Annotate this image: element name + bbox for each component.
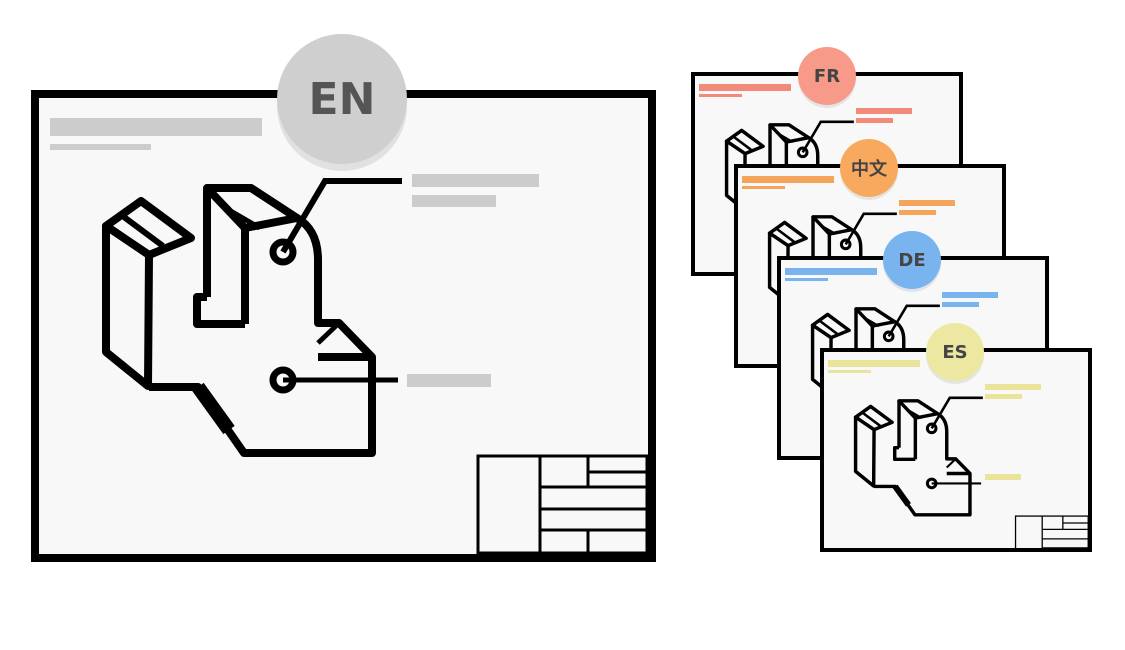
main-callout-placeholder-1 (412, 174, 539, 187)
main-callout-placeholder-3 (407, 374, 491, 387)
callout-placeholder (985, 394, 1022, 399)
title-block (1014, 515, 1088, 548)
title-placeholder (785, 268, 877, 275)
callout-placeholder (899, 210, 936, 215)
callout-placeholder (942, 302, 979, 307)
subtitle-placeholder (828, 370, 871, 373)
language-label-en: EN (308, 73, 376, 125)
callout-placeholder (856, 118, 893, 123)
language-label-es: ES (942, 341, 968, 363)
title-block (476, 454, 649, 555)
title-placeholder (828, 360, 920, 367)
drawing-sheet-es (820, 348, 1092, 552)
subtitle-placeholder (785, 278, 828, 281)
callout-placeholder (942, 292, 998, 298)
language-badge-zh: 中文 (840, 139, 898, 197)
language-badge-en: EN (277, 34, 407, 164)
language-badge-fr: FR (798, 47, 856, 105)
title-placeholder (742, 176, 834, 183)
language-badge-es: ES (926, 323, 984, 381)
sheet-content-es (828, 360, 1088, 548)
language-label-fr: FR (813, 65, 841, 87)
main-subtitle-placeholder (50, 144, 151, 150)
language-badge-de: DE (883, 231, 941, 289)
language-label-de: DE (898, 249, 926, 271)
callout-placeholder (985, 474, 1021, 480)
main-callout-placeholder-2 (412, 195, 496, 207)
title-placeholder (699, 84, 791, 91)
part-isometric-drawing (106, 181, 402, 453)
main-title-placeholder (50, 118, 262, 136)
subtitle-placeholder (742, 186, 785, 189)
subtitle-placeholder (699, 94, 742, 97)
callout-placeholder (856, 108, 912, 114)
callout-placeholder (985, 384, 1041, 390)
part-isometric-drawing (856, 398, 983, 515)
callout-placeholder (899, 200, 955, 206)
language-label-zh: 中文 (851, 159, 887, 180)
